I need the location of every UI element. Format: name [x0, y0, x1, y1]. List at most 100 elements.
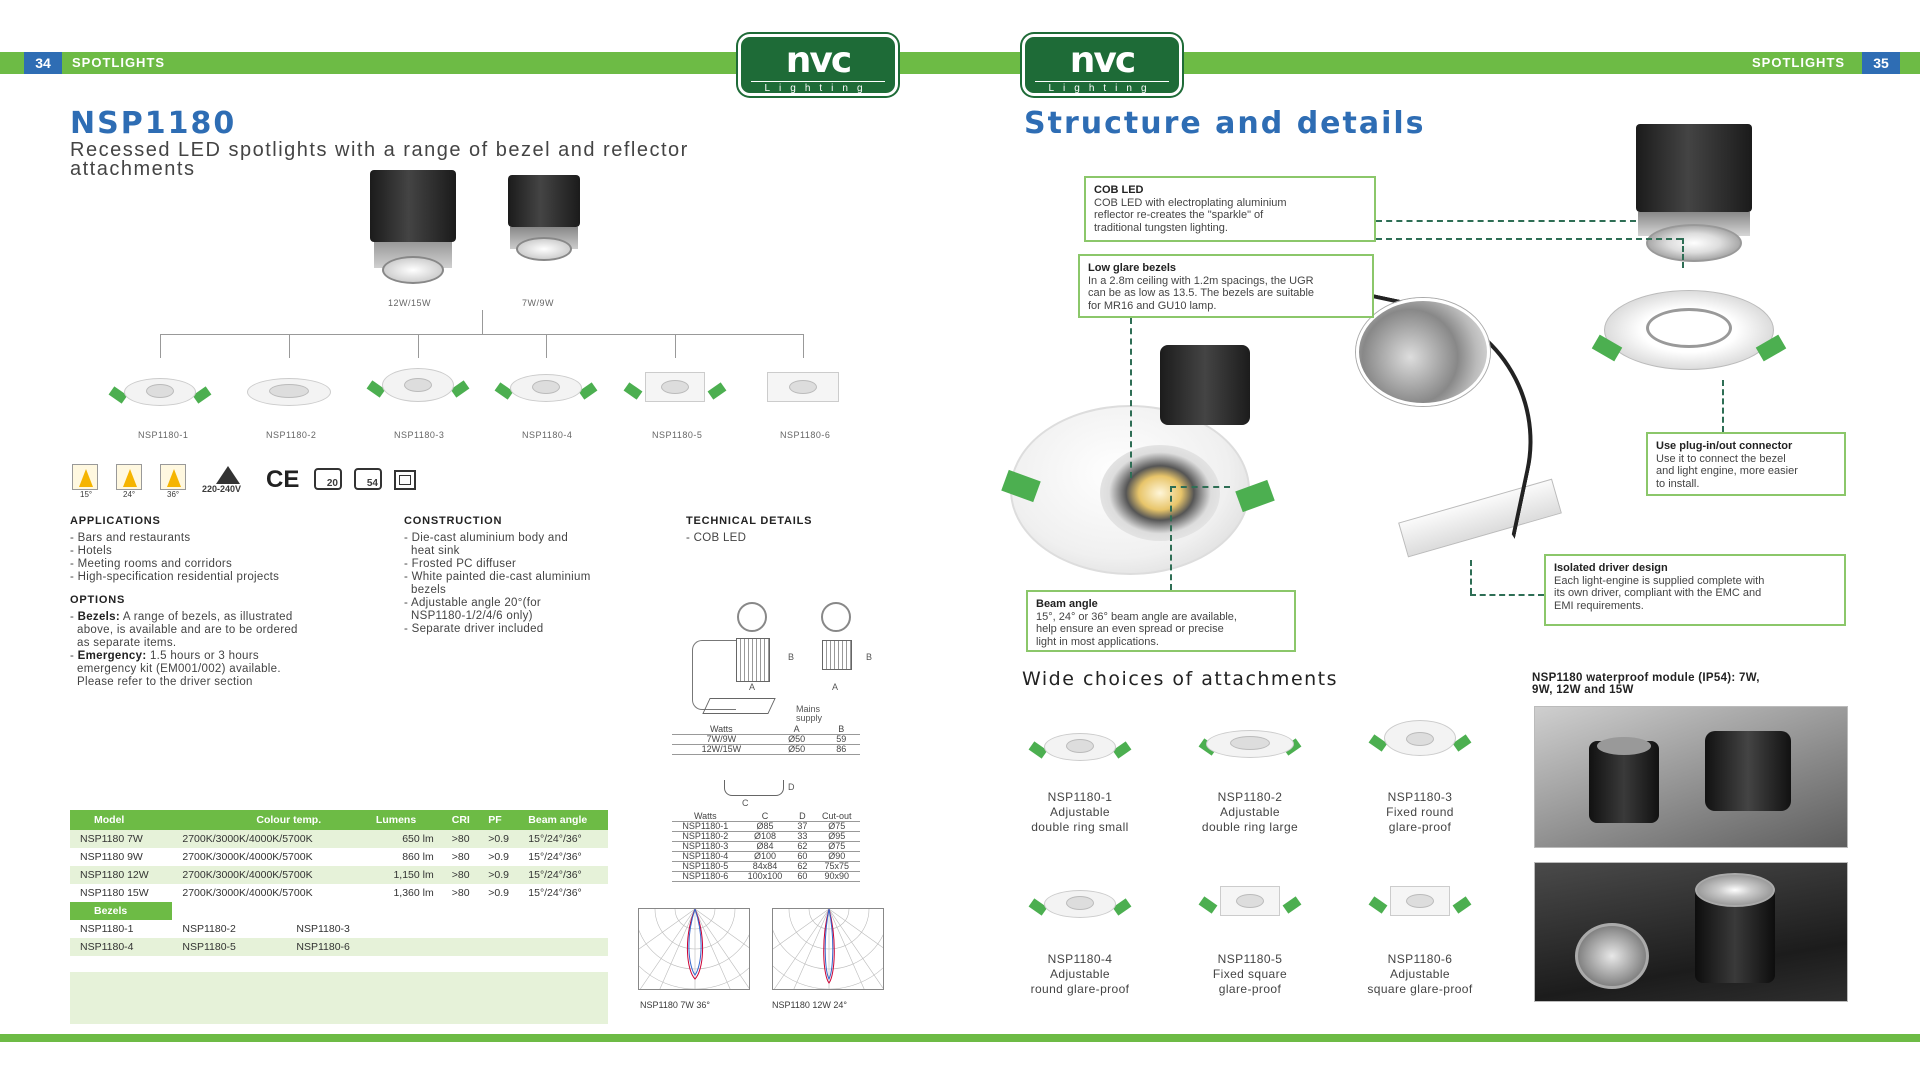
supply-label: supply — [796, 713, 823, 723]
technical-heading: TECHNICAL DETAILS — [686, 515, 813, 527]
dim-label-b1: B — [788, 652, 795, 662]
structure-title: Structure and details — [1024, 106, 1426, 141]
attachment-caption: NSP1180-5 Fixed square glare-proof — [1212, 952, 1288, 996]
tree-connector — [482, 310, 483, 334]
bezel-image — [366, 364, 470, 404]
tree-drop — [418, 334, 419, 358]
col-model: Model — [70, 810, 173, 830]
bezel-image — [239, 370, 339, 410]
attachment-image — [1028, 882, 1132, 922]
engine-label-small: 7W/9W — [522, 298, 555, 308]
attachment-image — [1368, 880, 1472, 920]
waterproof-heading-line1: NSP1180 waterproof module (IP54): 7W, — [1532, 672, 1760, 684]
bezel-label: NSP1180-2 — [266, 430, 317, 440]
leader-line — [1170, 486, 1230, 488]
dim-label-d: D — [788, 782, 795, 792]
bezel-label: NSP1180-1 — [138, 430, 189, 440]
light-engine-detail-image — [1636, 124, 1752, 264]
technical-list: - COB LED — [686, 532, 747, 544]
col-pf: PF — [478, 810, 519, 830]
leader-line — [1470, 560, 1472, 594]
leader-line — [1470, 594, 1544, 596]
tree-connector-horizontal — [160, 334, 804, 335]
leader-line — [1682, 238, 1684, 268]
engine-side-drawing-small — [822, 640, 852, 670]
tree-drop — [289, 334, 290, 358]
product-subtitle-line1: Recessed LED spotlights with a range of … — [70, 139, 689, 161]
dim-label-b2: B — [866, 652, 873, 662]
callout-cob-led: COB LED COB LED with electroplating alum… — [1084, 176, 1376, 242]
bezel-image — [494, 366, 598, 406]
left-page-number: 34 — [24, 52, 62, 74]
options-list: - Bezels: A range of bezels, as illustra… — [70, 611, 298, 688]
tree-drop — [803, 334, 804, 358]
table-row: NSP1180 9W 2700K/3000K/4000K/5700K 860 l… — [80, 851, 582, 863]
col-lumens: Lumens — [365, 810, 442, 830]
col-beam-angle: Beam angle — [518, 810, 608, 830]
tree-drop — [675, 334, 676, 358]
attachment-image — [1028, 725, 1132, 765]
mains-cable — [692, 640, 736, 710]
callout-low-glare-bezels: Low glare bezels In a 2.8m ceiling with … — [1078, 254, 1374, 318]
attachment-image — [1198, 722, 1302, 762]
bezel-label: NSP1180-6 — [780, 430, 831, 440]
callout-isolated-driver: Isolated driver design Each light-engine… — [1544, 554, 1846, 626]
attachments-heading: Wide choices of attachments — [1022, 668, 1339, 690]
table-footer-band — [70, 972, 608, 1024]
reflector-inset-image — [1356, 298, 1490, 406]
ip20-icon: 20 — [314, 468, 342, 490]
light-engine-small — [506, 175, 582, 275]
col-colour-temp: Colour temp. — [172, 810, 366, 830]
attachment-image — [1368, 718, 1472, 758]
dim-label-a1: A — [749, 682, 756, 692]
leader-line — [1130, 318, 1132, 478]
driver-drawing — [702, 698, 776, 714]
leader-line — [1722, 380, 1724, 432]
applications-list: - Bars and restaurants - Hotels - Meetin… — [70, 532, 280, 583]
ip54-icon: 54 — [354, 468, 382, 490]
leader-line — [1376, 238, 1682, 240]
class2-icon — [394, 470, 416, 490]
beam-24-icon — [116, 464, 142, 490]
waterproof-heading-line2: 9W, 12W and 15W — [1532, 684, 1634, 696]
engine-top-view-large — [737, 602, 767, 632]
col-cri: CRI — [441, 810, 479, 830]
light-engine-large — [364, 170, 462, 290]
construction-heading: CONSTRUCTION — [404, 515, 503, 527]
polar-diagram-36 — [638, 908, 750, 990]
attachment-caption: NSP1180-1 Adjustable double ring small — [1031, 790, 1129, 834]
bezel-label: NSP1180-3 — [394, 430, 445, 440]
bezel-image — [623, 366, 727, 406]
tree-drop — [546, 334, 547, 358]
polar-diagram-24 — [772, 908, 884, 990]
callout-beam-angle: Beam angle 15°, 24° or 36° beam angle ar… — [1026, 590, 1296, 652]
footer-bar — [0, 1034, 1920, 1042]
attachment-caption: NSP1180-2 Adjustable double ring large — [1201, 790, 1299, 834]
bezel-image — [753, 366, 853, 406]
left-section-label: SPOTLIGHTS — [72, 55, 166, 70]
right-header-bar — [1180, 52, 1920, 74]
leader-line — [1170, 486, 1172, 590]
dim-label-a2: A — [832, 682, 839, 692]
table-row: NSP1180 7W 2700K/3000K/4000K/5700K 650 l… — [70, 830, 608, 848]
voltage-label: 220-240V — [202, 484, 242, 494]
product-subtitle-line2: attachments — [70, 158, 196, 180]
attachment-caption: NSP1180-4 Adjustable round glare-proof — [1030, 952, 1130, 996]
attachment-caption: NSP1180-3 Fixed round glare-proof — [1386, 790, 1454, 834]
options-heading: OPTIONS — [70, 594, 126, 606]
waterproof-photo-2 — [1534, 862, 1848, 1002]
voltage-icon — [216, 466, 240, 484]
ce-mark: CE — [266, 466, 300, 493]
nvc-logo-right: nvc Lighting — [1022, 34, 1182, 96]
mains-label: Mains — [796, 704, 821, 714]
left-header-bar — [0, 52, 740, 74]
right-page-number: 35 — [1862, 52, 1900, 74]
applications-heading: APPLICATIONS — [70, 515, 161, 527]
construction-list: - Die-cast aluminium body and heat sink … — [404, 532, 591, 635]
beam-15-icon — [72, 464, 98, 490]
dim-label-c: C — [742, 798, 749, 808]
middle-header-bar — [896, 52, 1026, 74]
